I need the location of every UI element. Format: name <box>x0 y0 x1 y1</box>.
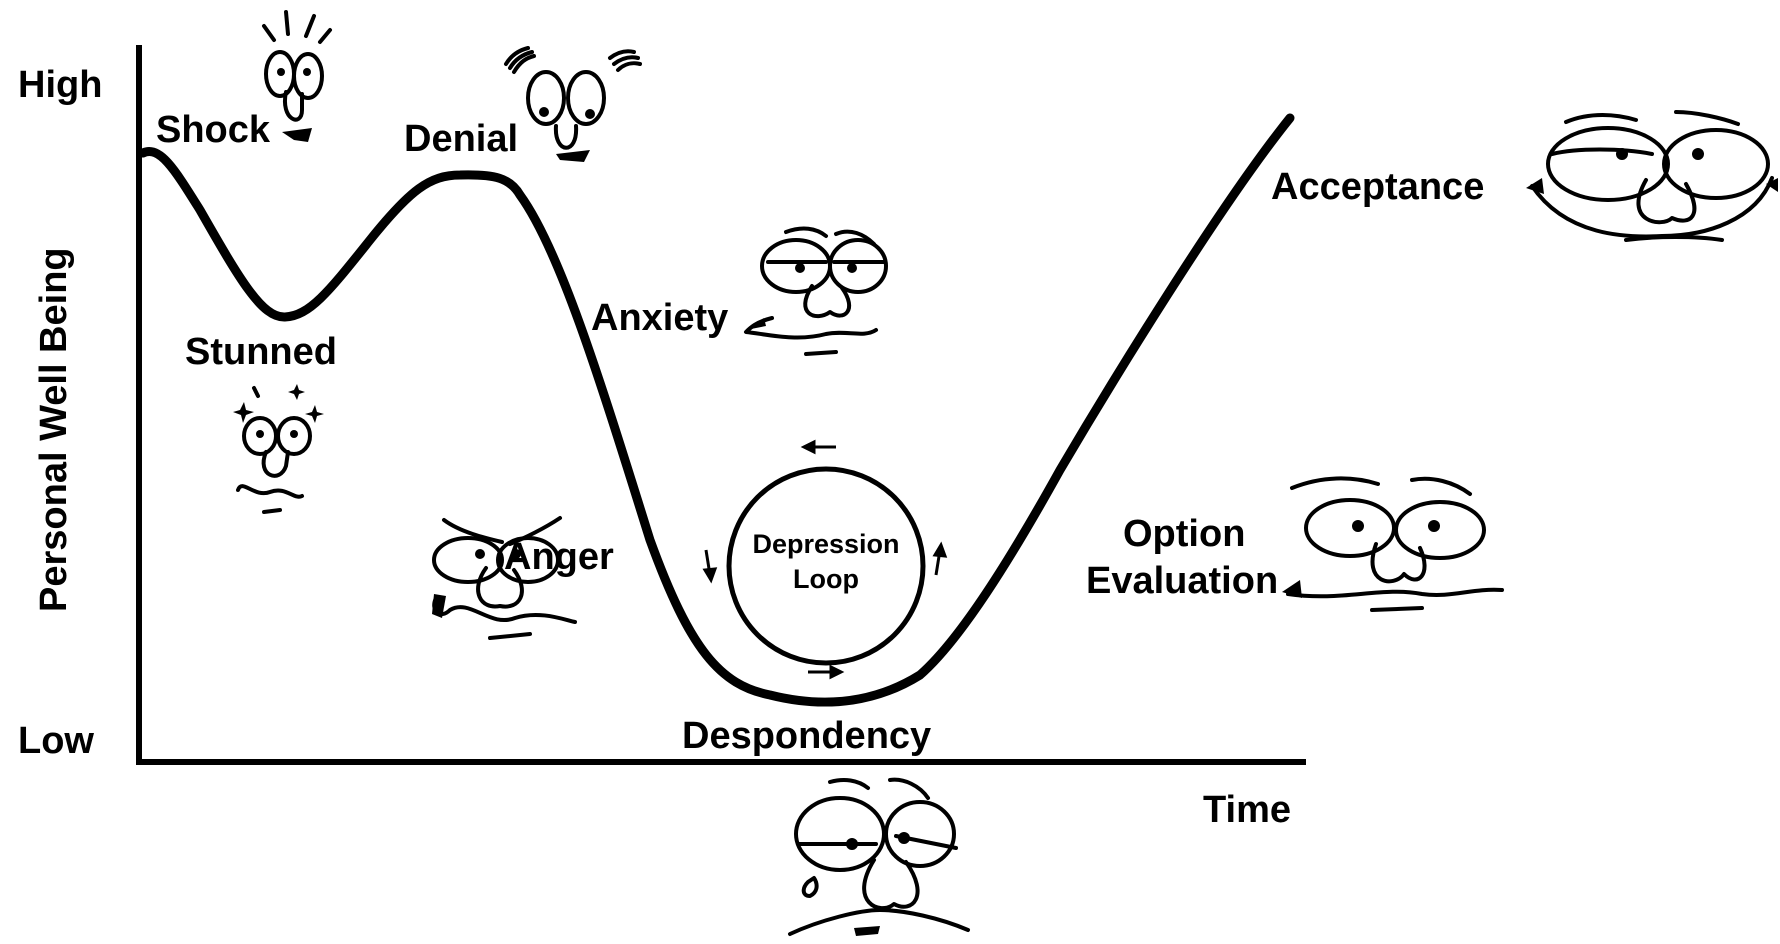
shock-face-icon <box>262 10 332 142</box>
stunned-face-icon <box>233 384 324 514</box>
option-label-line2: Evaluation <box>1086 560 1278 602</box>
y-axis-title: Personal Well Being <box>33 247 75 612</box>
option-evaluation-face-icon <box>1282 476 1504 612</box>
anxiety-face-icon <box>744 226 888 356</box>
despondency-label: Despondency <box>682 715 931 757</box>
depression-loop-line2: Loop <box>793 564 859 594</box>
change-curve <box>138 113 1295 707</box>
depression-loop-line1: Depression <box>752 529 899 559</box>
denial-face-icon <box>504 46 642 162</box>
acceptance-face-icon <box>1526 110 1778 242</box>
option-label-line1: Option <box>1123 513 1245 555</box>
anxiety-label: Anxiety <box>591 297 728 339</box>
depression-loop-circle <box>726 466 926 666</box>
y-low-label: Low <box>18 720 94 762</box>
despondency-face-icon <box>788 777 970 936</box>
anger-face-icon <box>432 516 577 640</box>
loop-arrow-icon <box>702 439 948 680</box>
acceptance-label: Acceptance <box>1271 166 1484 208</box>
stunned-label: Stunned <box>185 331 337 373</box>
anger-label: Anger <box>504 536 614 578</box>
x-axis-title: Time <box>1203 789 1291 831</box>
denial-label: Denial <box>404 118 518 160</box>
y-high-label: High <box>18 64 102 106</box>
shock-label: Shock <box>156 109 271 151</box>
